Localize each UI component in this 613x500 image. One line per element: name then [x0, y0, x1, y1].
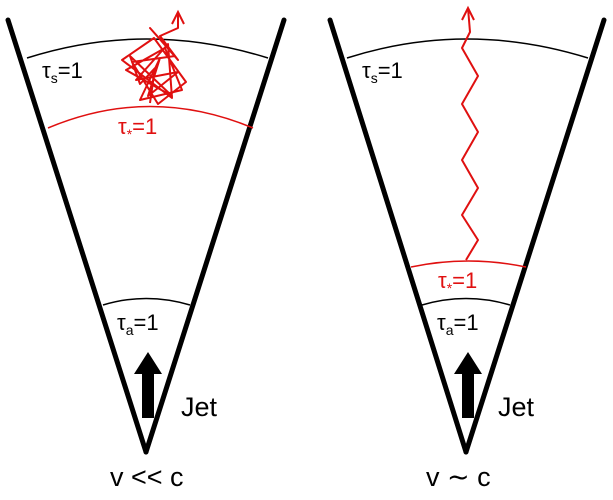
left-tau-s-surface [26, 38, 269, 59]
right-photon-zigzag [461, 7, 479, 261]
left-photon-random-walk [121, 12, 187, 105]
right-tau-star-label: τ*=1 [438, 268, 477, 296]
right-tau-a-label: τa=1 [437, 310, 479, 338]
left-jet-label: Jet [181, 392, 218, 422]
right-cone-right-wall [463, 17, 607, 455]
left-tau-star-label: τ*=1 [118, 114, 157, 142]
right-cone-left-wall [327, 17, 469, 455]
left-tau-star-surface [47, 105, 254, 129]
right-caption: v ∼ c [426, 462, 491, 492]
right-jet-arrow [454, 352, 482, 418]
right-tau-a-surface [421, 297, 511, 306]
left-photon-arrowhead [171, 9, 185, 25]
right-tau-s-label: τs=1 [362, 58, 403, 86]
left-cone-right-wall [143, 17, 287, 455]
right-jet-label: Jet [498, 392, 535, 422]
right-panel: τs=1 τ*=1 τa=1 Jet v ∼ c [327, 5, 607, 492]
right-tau-s-surface [346, 38, 589, 59]
left-panel: τs=1 τ*=1 τa=1 Jet v << c [5, 9, 287, 492]
right-photon-arrowhead [461, 5, 475, 21]
left-jet-arrow [134, 352, 162, 418]
right-tau-star-surface [410, 260, 527, 268]
left-cone-left-wall [5, 17, 149, 455]
left-tau-a-surface [102, 297, 191, 306]
left-tau-s-label: τs=1 [42, 58, 83, 86]
left-tau-a-label: τa=1 [117, 310, 159, 338]
left-caption: v << c [110, 462, 184, 492]
